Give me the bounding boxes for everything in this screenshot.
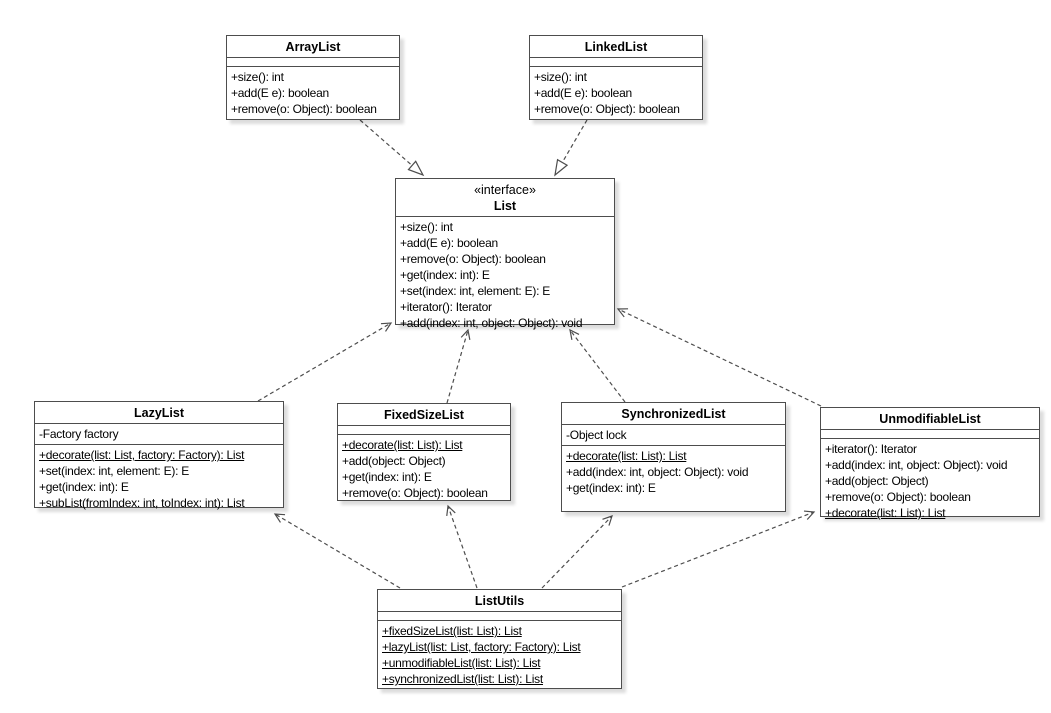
method: +add(object: Object) — [342, 454, 446, 468]
class-box-list-interface: «interface» List +size(): int +add(E e):… — [395, 178, 615, 330]
realization-arrow-arraylist-to-list — [359, 119, 425, 177]
method: +get(index: int): E — [39, 480, 129, 494]
class-box-fixedsizelist: FixedSizeList +decorate(list: List): Lis… — [337, 403, 511, 501]
method: +size(): int — [231, 70, 284, 84]
method: +remove(o: Object): boolean — [825, 490, 971, 504]
method: +add(index: int, object: Object): void — [566, 465, 749, 479]
realization-arrow-linkedlist-to-list — [554, 119, 588, 177]
class-box-linkedlist: LinkedList +size(): int +add(E e): boole… — [529, 35, 703, 120]
method: +synchronizedList(list: List): List — [382, 672, 543, 686]
method: +add(E e): boolean — [231, 86, 329, 100]
class-box-unmodifiablelist: UnmodifiableList +iterator(): Iterator +… — [820, 407, 1040, 520]
methods-compartment: +decorate(list: List): List +add(object:… — [338, 435, 510, 501]
methods-compartment: +decorate(list: List, factory: Factory):… — [35, 445, 283, 511]
method: +set(index: int, element: E): E — [400, 284, 550, 298]
class-name: LazyList — [35, 402, 283, 424]
methods-compartment: +size(): int +add(E e): boolean +remove(… — [396, 217, 614, 331]
dependency-arrow-listutils-to-lazylist — [273, 513, 401, 589]
method: +add(object: Object) — [825, 474, 929, 488]
methods-compartment: +decorate(list: List): List +add(index: … — [562, 446, 785, 496]
method: +decorate(list: List): List — [566, 449, 687, 463]
dependency-arrow-listutils-to-unmodifiablelist — [621, 510, 816, 588]
dependency-arrow-synchronizedlist-to-list — [569, 328, 626, 403]
method: +decorate(list: List): List — [825, 506, 946, 520]
attributes-compartment: -Factory factory — [35, 424, 283, 445]
class-box-listutils: ListUtils +fixedSizeList(list: List): Li… — [377, 589, 622, 689]
methods-compartment: +size(): int +add(E e): boolean +remove(… — [227, 67, 399, 117]
dependency-arrow-fixedsizelist-to-list — [446, 328, 471, 404]
class-box-lazylist: LazyList -Factory factory +decorate(list… — [34, 401, 284, 511]
attributes-compartment — [338, 426, 510, 435]
method: +remove(o: Object): boolean — [534, 102, 680, 116]
attribute: -Object lock — [566, 428, 627, 442]
method: +remove(o: Object): boolean — [400, 252, 546, 266]
method: +add(E e): boolean — [534, 86, 632, 100]
method: +size(): int — [400, 220, 453, 234]
method: +iterator(): Iterator — [825, 442, 917, 456]
method: +lazyList(list: List, factory: Factory):… — [382, 640, 581, 654]
dependency-arrow-listutils-to-fixedsizelist — [446, 504, 478, 589]
attributes-compartment — [821, 430, 1039, 439]
method: +fixedSizeList(list: List): List — [382, 624, 522, 638]
dependency-arrow-lazylist-to-list — [257, 322, 393, 402]
attributes-compartment — [530, 58, 702, 67]
method: +remove(o: Object): boolean — [342, 486, 488, 500]
class-name: UnmodifiableList — [821, 408, 1039, 430]
method: +get(index: int): E — [566, 481, 656, 495]
method: +unmodifiableList(list: List): List — [382, 656, 541, 670]
class-title: «interface» List — [396, 179, 614, 217]
methods-compartment: +size(): int +add(E e): boolean +remove(… — [530, 67, 702, 117]
method: +get(index: int): E — [342, 470, 432, 484]
method: +decorate(list: List): List — [342, 438, 463, 452]
dependency-arrow-listutils-to-synchronizedlist — [541, 515, 613, 589]
method: +remove(o: Object): boolean — [231, 102, 377, 116]
method: +add(E e): boolean — [400, 236, 498, 250]
class-name: ListUtils — [378, 590, 621, 612]
class-name: FixedSizeList — [338, 404, 510, 426]
attributes-compartment: -Object lock — [562, 425, 785, 446]
class-box-synchronizedlist: SynchronizedList -Object lock +decorate(… — [561, 402, 786, 512]
class-box-arraylist: ArrayList +size(): int +add(E e): boolea… — [226, 35, 400, 120]
method: +iterator(): Iterator — [400, 300, 492, 314]
method: +add(index: int, object: Object): void — [400, 316, 583, 330]
method: +subList(fromIndex: int, toIndex: int): … — [39, 496, 245, 510]
class-name: List — [493, 199, 517, 213]
methods-compartment: +fixedSizeList(list: List): List +lazyLi… — [378, 621, 621, 687]
method: +add(index: int, object: Object): void — [825, 458, 1008, 472]
attributes-compartment — [378, 612, 621, 621]
method: +set(index: int, element: E): E — [39, 464, 189, 478]
attribute: -Factory factory — [39, 427, 119, 441]
class-name: ArrayList — [227, 36, 399, 58]
methods-compartment: +iterator(): Iterator +add(index: int, o… — [821, 439, 1039, 521]
class-name: LinkedList — [530, 36, 702, 58]
class-name: SynchronizedList — [562, 403, 785, 425]
attributes-compartment — [227, 58, 399, 67]
stereotype-label: «interface» — [474, 183, 536, 197]
method: +get(index: int): E — [400, 268, 490, 282]
method: +decorate(list: List, factory: Factory):… — [39, 448, 245, 462]
method: +size(): int — [534, 70, 587, 84]
dependency-arrow-unmodifiablelist-to-list — [616, 308, 822, 407]
